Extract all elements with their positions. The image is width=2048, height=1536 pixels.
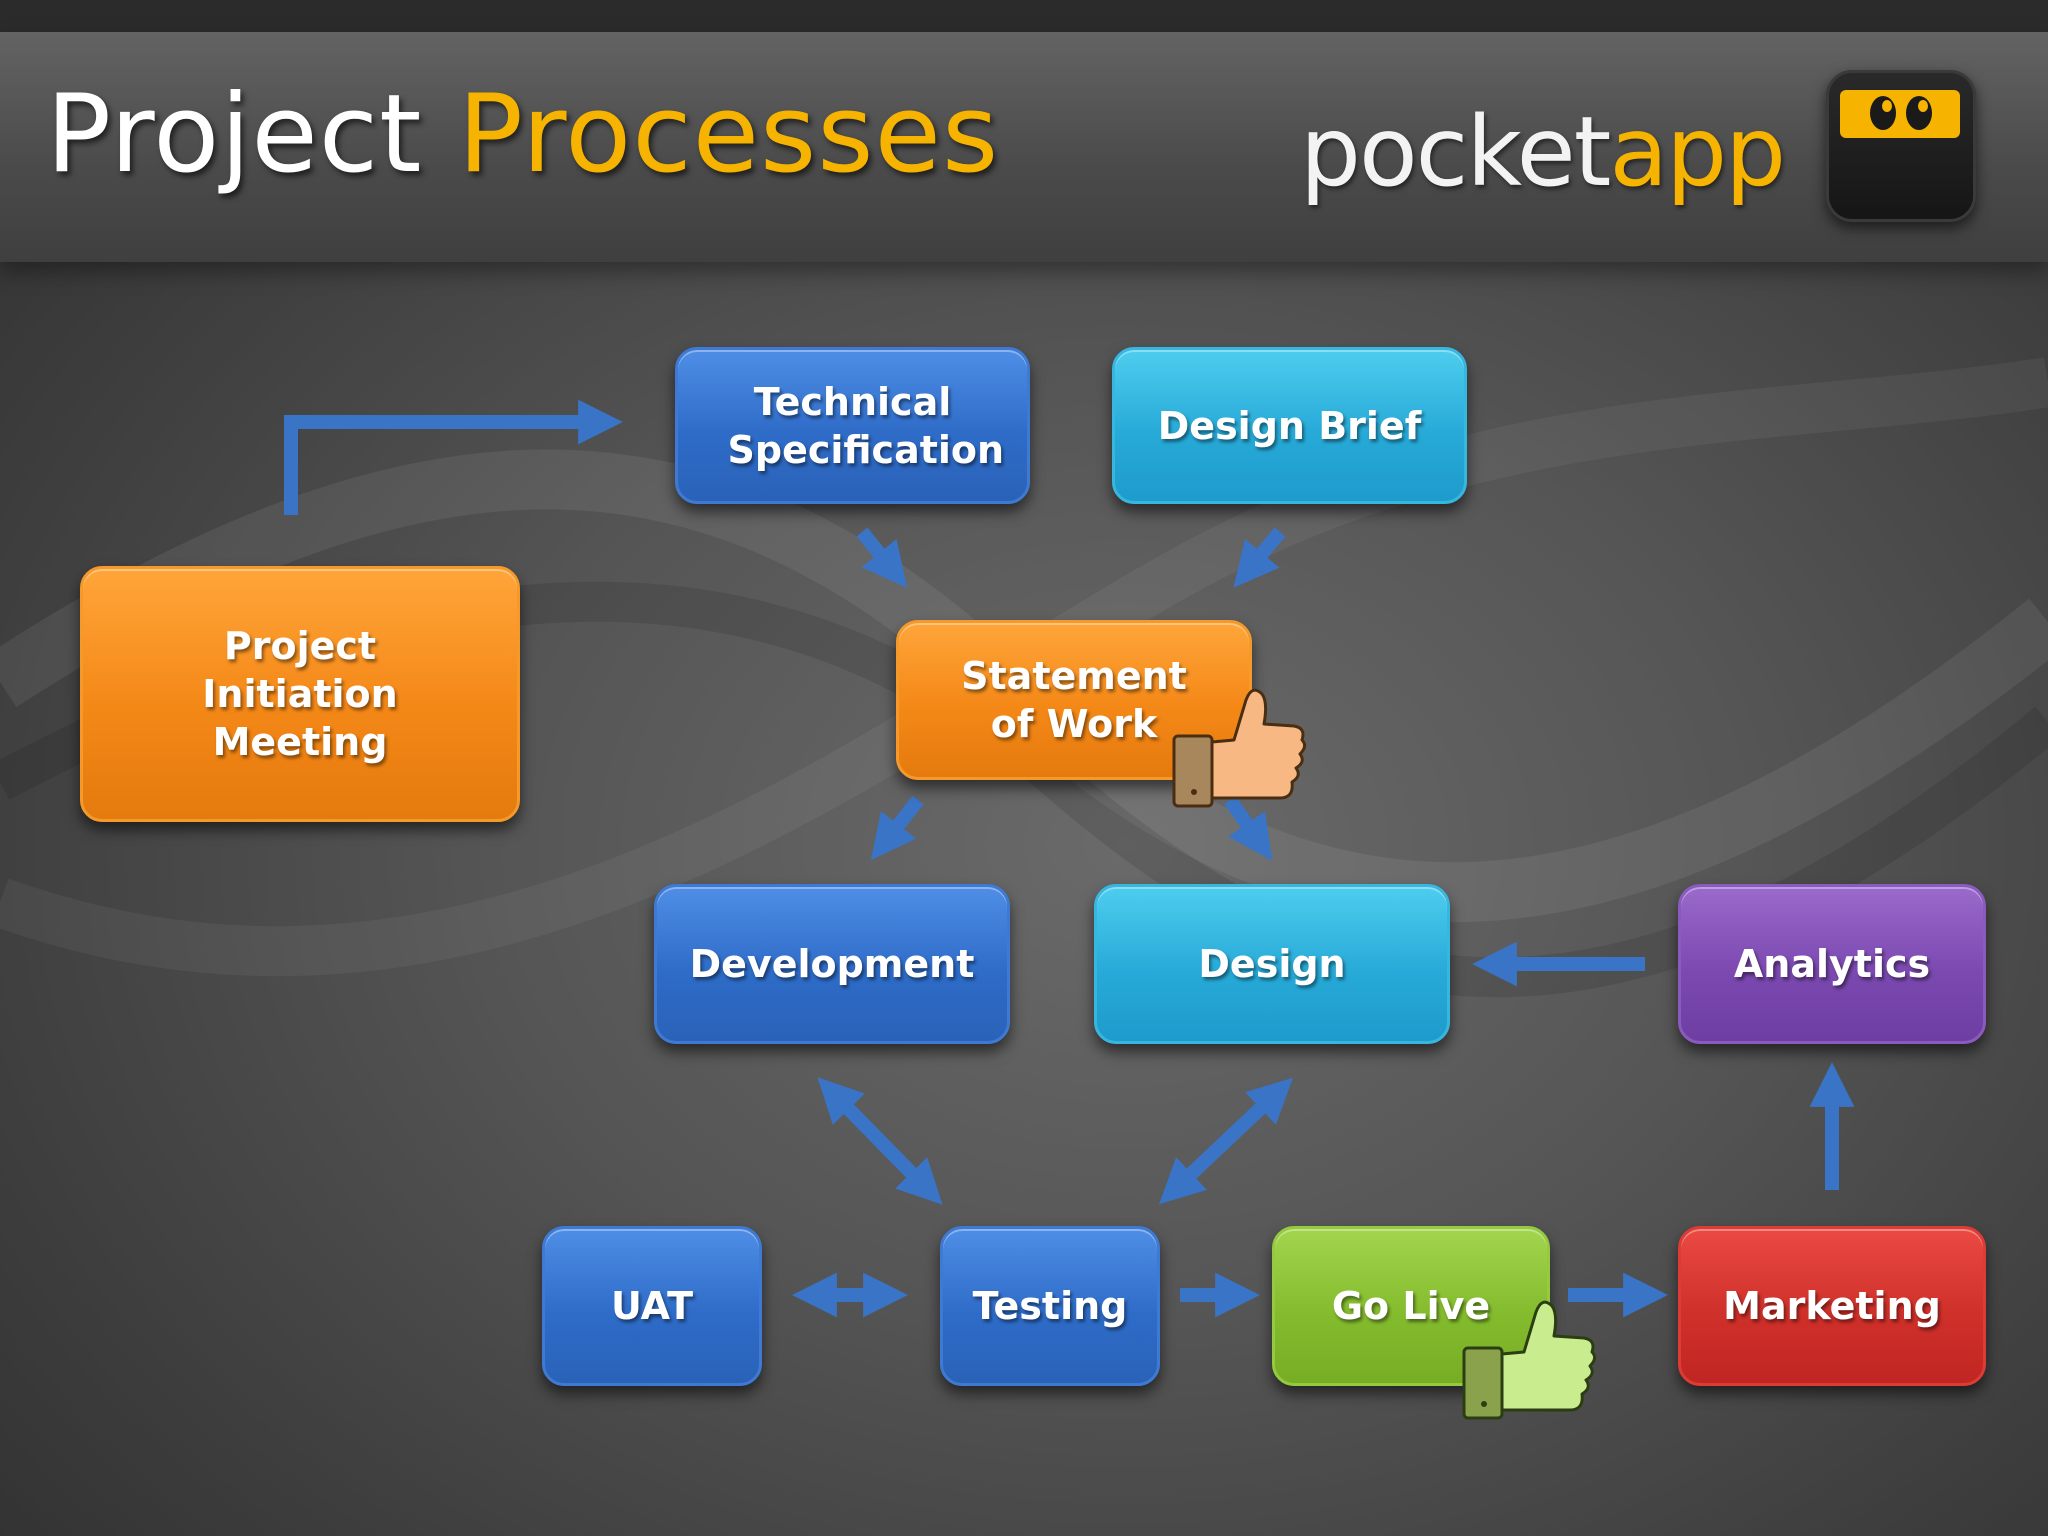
node-label: UAT (610, 1284, 694, 1328)
node-label: Go Live (1331, 1284, 1491, 1328)
node-development: Development (654, 884, 1010, 1044)
node-project-initiation: Project Initiation Meeting (80, 566, 520, 822)
node-label: Technical Specification (727, 379, 1005, 472)
node-design-brief: Design Brief (1112, 347, 1467, 504)
node-label: Marketing (1723, 1284, 1941, 1328)
brand-text-app: app (1609, 96, 1786, 208)
arrow-sow-to-development (870, 795, 924, 861)
arrow-sow-to-design (1224, 796, 1273, 861)
arrow-design-testing (1158, 1077, 1294, 1205)
arrow-techspec-to-sow (856, 527, 908, 588)
eye-left (1870, 96, 1896, 130)
node-analytics: Analytics (1678, 884, 1986, 1044)
node-marketing: Marketing (1678, 1226, 1986, 1386)
thumbs-up-icon (1462, 1300, 1597, 1420)
node-label: Design (1198, 942, 1346, 986)
header-band (0, 32, 2048, 262)
brand-logo: pocketapp (1300, 96, 1786, 208)
node-testing: Testing (940, 1226, 1160, 1386)
node-label: Testing (972, 1284, 1128, 1328)
title-word-1: Project (46, 72, 423, 197)
node-uat: UAT (542, 1226, 762, 1386)
pocketapp-eyes-icon (1826, 70, 1976, 222)
node-technical-specification: Technical Specification (675, 347, 1030, 504)
page-title: Project Processes (46, 72, 999, 197)
app-icon-band (1840, 90, 1960, 138)
node-design: Design (1094, 884, 1450, 1044)
node-label: Design Brief (1157, 403, 1422, 448)
node-label: Analytics (1733, 942, 1931, 986)
node-label: Development (689, 942, 975, 986)
title-word-2: Processes (457, 72, 1000, 197)
eye-right (1906, 96, 1932, 130)
arrow-initiation-to-techspec (284, 399, 623, 515)
node-statement-of-work: Statement of Work (896, 620, 1252, 780)
thumbs-up-icon (1172, 688, 1307, 808)
node-label: Statement of Work (961, 654, 1187, 746)
arrow-development-testing (817, 1077, 943, 1205)
arrow-designbrief-to-sow (1233, 527, 1286, 588)
brand-text-pocket: pocket (1300, 96, 1611, 208)
node-label: Project Initiation Meeting (202, 624, 398, 764)
top-bar (0, 0, 2048, 32)
